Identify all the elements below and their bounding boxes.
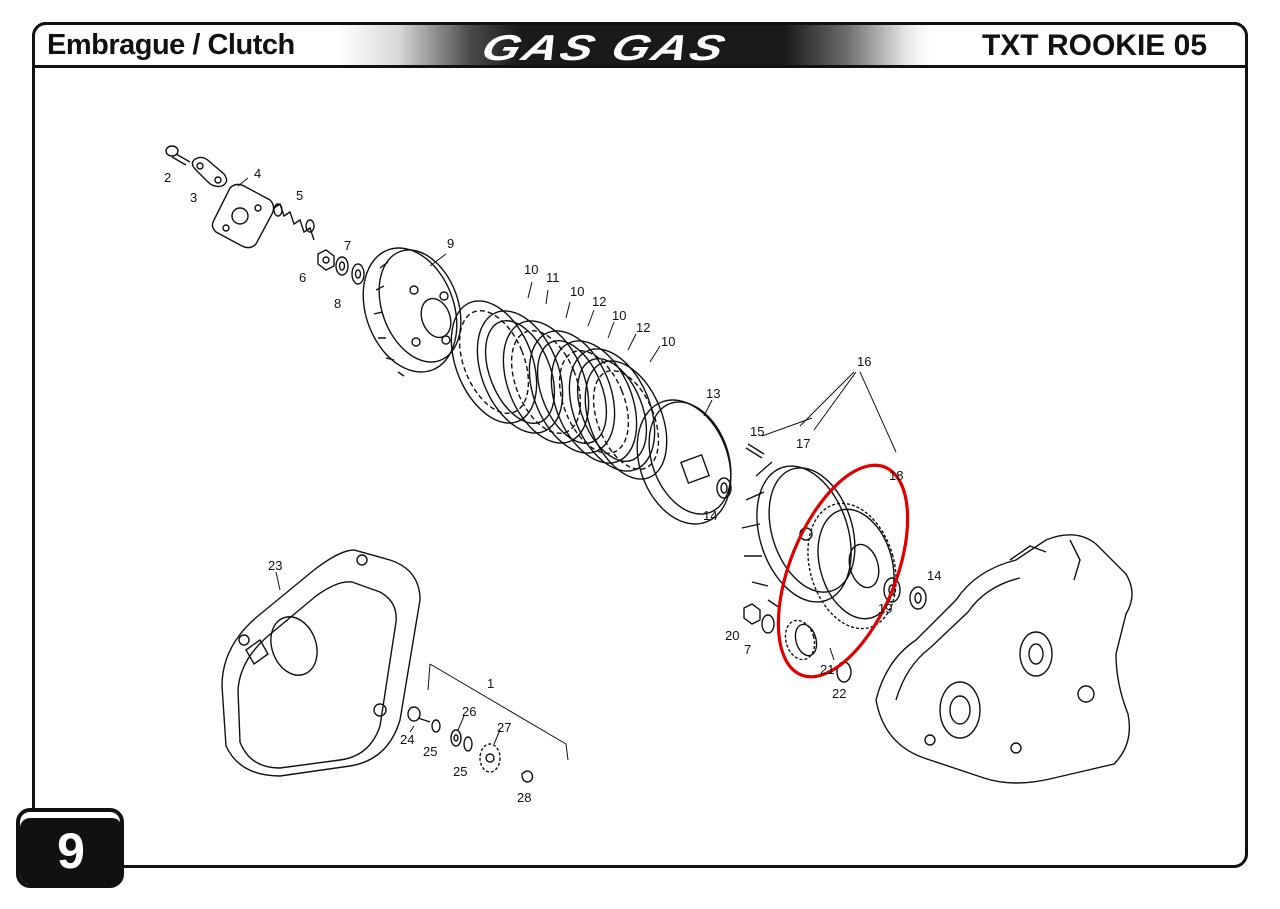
callout-10a: 10 xyxy=(524,262,538,277)
pinion-gear-part-21 xyxy=(784,619,818,661)
pressure-plate-part-9 xyxy=(362,247,462,377)
callout-23: 23 xyxy=(268,558,282,573)
washer-part-8 xyxy=(351,263,365,285)
callout-19: 19 xyxy=(878,601,892,616)
page-number: 9 xyxy=(57,823,85,879)
callout-8: 8 xyxy=(334,296,341,311)
callout-2: 2 xyxy=(164,170,171,185)
clutch-hub-part-13 xyxy=(636,399,732,525)
bolt-part-2 xyxy=(165,145,191,166)
callout-18: 18 xyxy=(889,468,903,483)
clutch-cover-part-23 xyxy=(221,549,421,777)
retainer-plate-part-4 xyxy=(211,183,275,249)
callout-12a: 12 xyxy=(592,294,606,309)
clip-part-28 xyxy=(521,770,534,783)
callout-labels: 1 2 3 4 5 6 7 7 8 9 10 10 10 10 11 12 12… xyxy=(164,166,941,805)
friction-plate-part-10d xyxy=(584,360,668,480)
plate-part-3 xyxy=(191,156,228,188)
highlight-circle xyxy=(776,463,910,679)
callout-22: 22 xyxy=(832,686,846,701)
washer-part-25a xyxy=(431,719,441,733)
header-bar: Embrague / Clutch GAS GAS TXT ROOKIE 05 xyxy=(32,22,1248,68)
clutch-basket-part-17 xyxy=(741,461,856,609)
callout-27: 27 xyxy=(497,720,511,735)
primary-gear-part-18 xyxy=(807,502,897,630)
model-name: TXT ROOKIE 05 xyxy=(981,29,1207,62)
washer-part-7 xyxy=(335,256,349,276)
callout-3: 3 xyxy=(190,190,197,205)
callout-20: 20 xyxy=(725,628,739,643)
screw-part-24 xyxy=(407,706,431,723)
crankcase-half xyxy=(875,534,1133,784)
callout-10d: 10 xyxy=(661,334,675,349)
callout-26: 26 xyxy=(462,704,476,719)
callout-12b: 12 xyxy=(636,320,650,335)
callout-7b: 7 xyxy=(744,642,751,657)
callout-14b: 14 xyxy=(927,568,941,583)
callout-16: 16 xyxy=(857,354,871,369)
callout-24: 24 xyxy=(400,732,414,747)
callout-5: 5 xyxy=(296,188,303,203)
callout-28: 28 xyxy=(517,790,531,805)
callout-25a: 25 xyxy=(423,744,437,759)
callout-17: 17 xyxy=(796,436,810,451)
callout-1: 1 xyxy=(487,676,494,691)
callout-25b: 25 xyxy=(453,764,467,779)
leader-lines xyxy=(237,177,897,761)
lever-part-27 xyxy=(479,743,501,773)
callout-13: 13 xyxy=(706,386,720,401)
friction-plate-part-10a xyxy=(450,300,538,424)
callout-15: 15 xyxy=(750,424,764,439)
bearing-part-26 xyxy=(450,729,462,747)
washer-part-25b xyxy=(463,736,473,752)
nut-part-6 xyxy=(317,249,335,271)
callout-10c: 10 xyxy=(612,308,626,323)
spring-part-5 xyxy=(273,202,315,241)
thrust-washer-part-14b xyxy=(909,586,927,610)
callout-10b: 10 xyxy=(570,284,584,299)
page-number-badge xyxy=(20,818,122,884)
callout-11: 11 xyxy=(546,270,560,285)
nut-part-20 xyxy=(743,603,761,625)
section-title: Embrague / Clutch xyxy=(47,29,295,61)
callout-14a: 14 xyxy=(703,508,717,523)
steel-plate-part-12a xyxy=(528,330,616,454)
washer-part-7b xyxy=(761,614,775,634)
callout-9: 9 xyxy=(447,236,454,251)
pin-part-15 xyxy=(745,443,765,459)
callout-6: 6 xyxy=(299,270,306,285)
thrust-washer-part-14a xyxy=(716,477,732,499)
callout-7a: 7 xyxy=(344,238,351,253)
friction-plate-part-10c xyxy=(550,340,638,464)
callout-21: 21 xyxy=(820,662,834,677)
callout-4: 4 xyxy=(254,166,261,181)
